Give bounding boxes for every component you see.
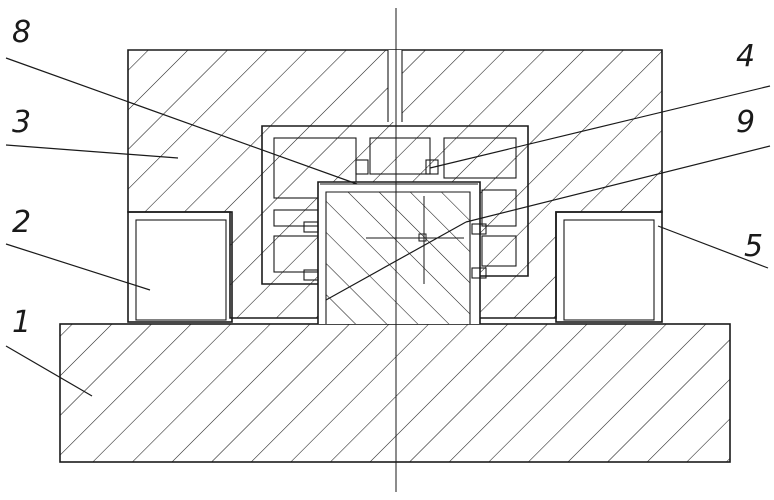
leader-lines [5,57,771,397]
right-side-block [555,211,663,323]
label-part-4: 4 [736,39,755,74]
base-plate [59,323,731,463]
center-lines [366,8,464,492]
label-part-5: 5 [744,229,763,264]
punch [317,181,481,324]
left-side-block [127,211,233,323]
label-part-2: 2 [12,205,31,240]
label-part-9: 9 [736,105,755,140]
label-part-3: 3 [12,105,31,140]
label-part-1: 1 [12,305,31,340]
label-part-8: 8 [12,15,31,50]
cavity-frame [261,125,529,285]
seal-rings [303,159,487,281]
